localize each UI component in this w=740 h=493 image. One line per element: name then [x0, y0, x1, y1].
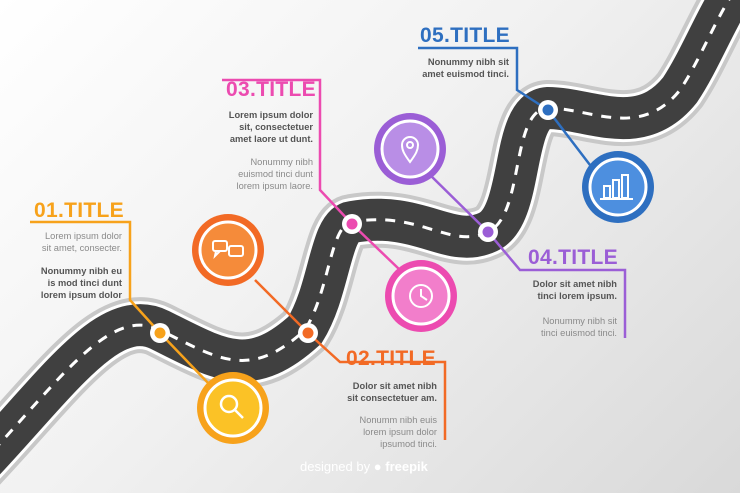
marker-03-dot: [346, 218, 358, 230]
freepik-logo-icon: ●: [373, 459, 382, 474]
marker-04-dot: [482, 226, 494, 238]
marker-01-dot: [154, 327, 166, 339]
step-05-title: 05.TITLE: [420, 24, 510, 47]
step-05-text-a: Nonummy nibh sit amet euismod tinci.: [422, 57, 509, 79]
connector-02: [254, 279, 447, 440]
marker-05-dot: [542, 104, 554, 116]
step-03-text-b: Nonummy nibh euismod tinci dunt lorem ip…: [236, 157, 313, 191]
step-04-text-a: Dolor sit amet nibh tinci lorem ipsum.: [532, 279, 617, 301]
connector-03-b: [351, 223, 401, 271]
search-icon: [219, 394, 244, 419]
connector-04: [424, 169, 627, 338]
marker-02-dot: [302, 327, 314, 339]
badge-01: [197, 372, 269, 444]
chat-bubbles-icon: [212, 240, 244, 260]
step-04-title: 04.TITLE: [528, 246, 618, 269]
step-03-text-a: Lorem ipsum dolor sit, consectetuer amet…: [228, 110, 313, 144]
badge-04: [374, 113, 446, 185]
location-pin-icon: [400, 136, 420, 164]
bar-chart-icon: [600, 174, 633, 200]
badge-03: [385, 260, 457, 332]
badge-02: [192, 214, 264, 286]
step-01-text-b: Nonummy nibh eu is mod tinci dunt lorem …: [40, 266, 122, 300]
freepik-credit: designed by ● freepik: [300, 459, 428, 474]
step-03-title: 03.TITLE: [226, 78, 316, 101]
step-02-title: 02.TITLE: [346, 347, 436, 370]
step-02-text-a: Dolor sit amet nibh sit consectetuer am.: [347, 381, 437, 403]
connector-01-b: [159, 332, 211, 386]
clock-icon: [409, 284, 433, 308]
step-01-text-a: Lorem ipsum dolor sit amet, consecter.: [41, 231, 122, 253]
step-04-text-b: Nonummy nibh sit tinci euismod tinci.: [541, 316, 617, 338]
connector-01: [30, 220, 161, 334]
connector-03: [222, 78, 353, 225]
badge-05: [582, 151, 654, 223]
credit-prefix: designed by: [300, 459, 371, 474]
step-02-text-b: Nonumm nibh euis lorem ipsum dolor ipsum…: [359, 415, 437, 449]
road-markers: [150, 100, 558, 343]
credit-brand: freepik: [385, 459, 428, 474]
connector-05: [418, 46, 591, 166]
step-01-title: 01.TITLE: [34, 199, 124, 222]
